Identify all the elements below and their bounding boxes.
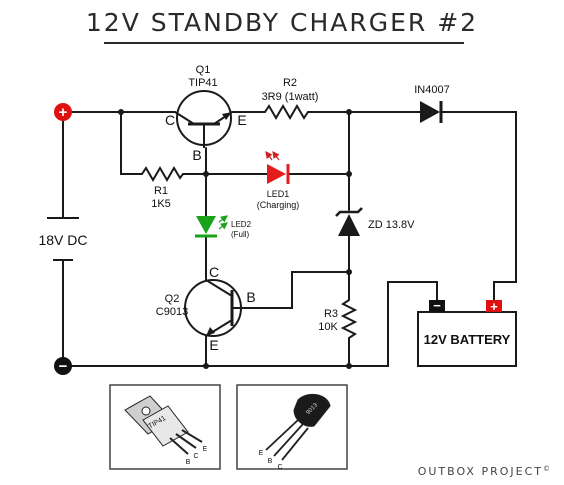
to92-pin-b: B <box>268 458 273 465</box>
junction-dot <box>346 109 352 115</box>
q2-transistor-symbol <box>184 279 242 337</box>
r3-name: R3 <box>324 308 338 320</box>
to220-pin-c: C <box>193 453 198 460</box>
wire-q2b <box>239 271 350 309</box>
q2-name: Q2 <box>165 293 180 305</box>
led1-note: (Charging) <box>257 200 300 210</box>
battery-neg-sign: − <box>433 298 441 313</box>
q1-part: TIP41 <box>188 77 217 89</box>
led1-symbol <box>265 151 290 184</box>
to92-pin-c: C <box>277 464 282 471</box>
wire-bottom-rail <box>71 281 438 367</box>
wires <box>62 111 517 367</box>
q1-transistor-symbol <box>174 90 233 148</box>
r2-name: R2 <box>283 77 297 89</box>
diode-symbol <box>420 101 443 123</box>
terminal-positive: + <box>54 103 72 121</box>
to92-drawing <box>265 393 331 461</box>
r3-value: 10K <box>318 321 338 333</box>
footer-brand: OUTBOX PROJECT© <box>418 465 552 478</box>
zener-symbol <box>335 207 363 236</box>
battery-body <box>417 311 517 367</box>
q1-pin-e: E <box>237 112 246 128</box>
to92-pin-e: E <box>259 450 264 457</box>
footer-brand-text: OUTBOX PROJECT <box>417 465 543 478</box>
q2-part: C9013 <box>156 306 188 318</box>
package-box-to92 <box>236 384 348 470</box>
r1-value: 1K5 <box>151 198 171 210</box>
q1-emitter-arrow <box>222 112 232 120</box>
dc-source-symbol <box>47 217 79 261</box>
title-underline <box>104 42 464 44</box>
r2-value: 3R9 (1watt) <box>262 91 319 103</box>
r3-resistor <box>340 299 358 342</box>
battery-neg-terminal <box>429 300 445 312</box>
junction-dot <box>203 363 209 369</box>
wire-r1-left <box>120 111 143 175</box>
battery-pos-terminal <box>486 300 502 312</box>
led2-name: LED2 <box>231 220 252 229</box>
zener-name: ZD 13.8V <box>368 219 415 231</box>
led2-symbol <box>195 215 228 238</box>
page-title: 12V STANDBY CHARGER #2 <box>85 8 479 37</box>
to220-pin-b: B <box>186 459 191 466</box>
junction-dot <box>346 171 352 177</box>
battery-pos-sign: + <box>490 299 498 314</box>
junction-dot <box>203 171 209 177</box>
terminal-negative-sign: − <box>59 358 68 375</box>
q1-name: Q1 <box>196 64 211 76</box>
junctions <box>118 109 352 369</box>
q1-pin-b: B <box>192 147 201 163</box>
source-label: 18V DC <box>38 232 87 248</box>
junction-dot <box>118 109 124 115</box>
diode-name: IN4007 <box>414 84 449 96</box>
wire-diode-right <box>441 111 517 301</box>
q2-pin-c: C <box>209 264 219 280</box>
r1-resistor <box>141 166 184 182</box>
terminal-positive-sign: + <box>59 104 68 121</box>
q2-emitter-arrow <box>206 327 215 336</box>
to220-drawing <box>124 395 203 455</box>
led1-name: LED1 <box>267 189 290 199</box>
r1-name: R1 <box>154 185 168 197</box>
junction-dot <box>346 363 352 369</box>
q2-pin-b: B <box>246 289 255 305</box>
q2-pin-e: E <box>209 337 218 353</box>
battery-label: 12V BATTERY <box>424 332 511 347</box>
q1-pin-c: C <box>165 112 175 128</box>
r2-resistor <box>264 104 312 120</box>
led2-note: (Full) <box>231 230 250 239</box>
junction-dot <box>346 269 352 275</box>
to220-pin-e: E <box>203 446 208 453</box>
footer-brand-mark: © <box>543 465 552 473</box>
terminal-negative: − <box>54 357 72 375</box>
